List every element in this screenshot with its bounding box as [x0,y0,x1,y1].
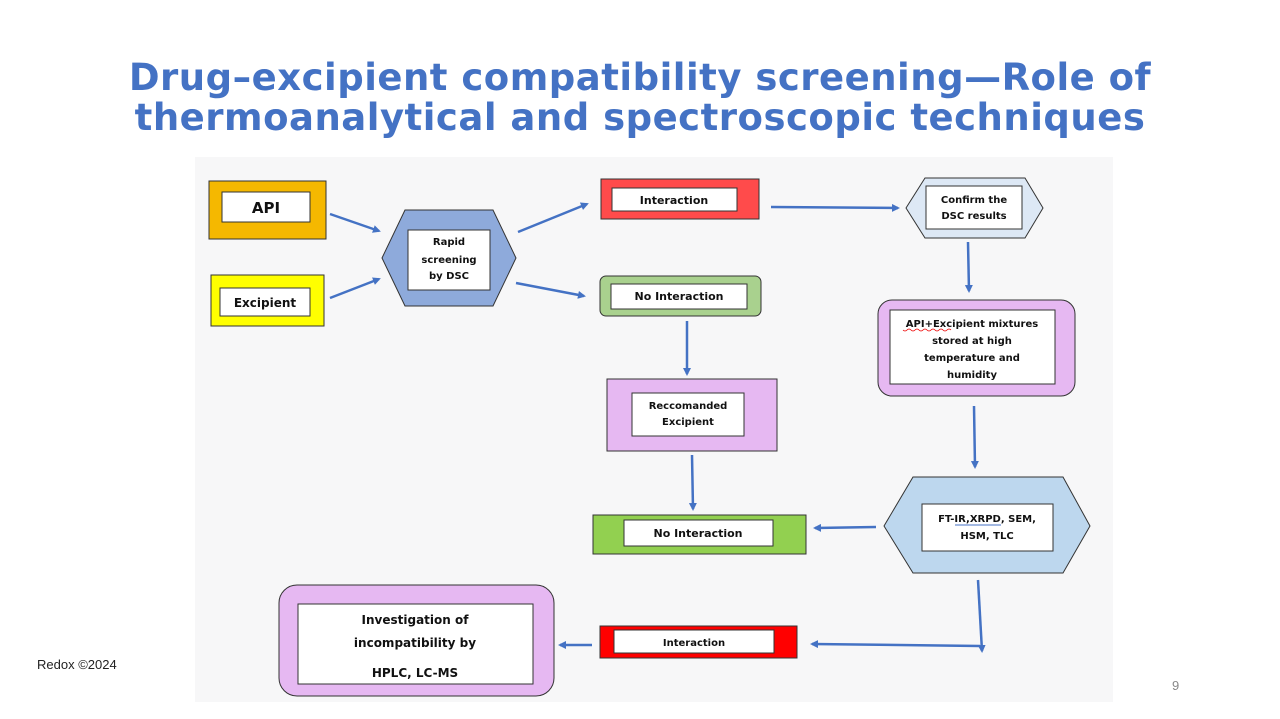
node-investigation-line-1: Investigation of [362,613,470,627]
node-techniques-line-1: FT-IR,XRPD, SEM, [938,514,1036,525]
slide-title-line-2: thermoanalytical and spectroscopic techn… [134,96,1146,139]
slide-title: Drug–excipient compatibility screening—R… [100,58,1180,138]
node-investigation: Investigation of incompatibility by HPLC… [278,584,555,697]
spellcheck-underline [902,328,952,332]
node-stored-line-2: stored at high [932,336,1012,347]
arrow-dsc-to-no-interaction [515,281,586,299]
node-investigation-line-3: HPLC, LC-MS [372,666,458,680]
footer-copyright: Redox ©2024 [37,657,117,672]
node-interaction-top-label: Interaction [640,194,708,207]
node-techniques-line-2: HSM, TLC [960,531,1013,542]
page-number: 9 [1172,678,1180,693]
arrow-confirm-to-stored [964,241,973,293]
node-confirm-dsc: Confirm the DSC results [905,177,1044,239]
arrow-recommended-to-no-interaction [688,454,697,511]
node-interaction-bottom: Interaction [599,625,798,659]
node-no-interaction-top: No Interaction [599,275,762,317]
node-no-interaction-bottom: No Interaction [592,514,807,555]
node-stored-mixtures: API+Excipient mixtures stored at high te… [877,299,1076,397]
arrow-dsc-to-interaction [517,202,589,234]
node-api-label: API [252,199,280,217]
arrow-techniques-to-no-interaction [813,523,877,532]
slide-title-line-1: Drug–excipient compatibility screening—R… [128,56,1152,99]
node-investigation-line-2: incompatibility by [354,636,476,650]
node-confirm-line-1: Confirm the [941,195,1007,206]
node-no-interaction-bottom-label: No Interaction [653,527,742,540]
node-api: API [208,180,327,240]
node-no-interaction-top-label: No Interaction [634,290,723,303]
node-dsc-line-2: screening [421,255,476,266]
node-recommended-line-2: Excipient [662,417,714,428]
node-stored-line-1: API+Excipient mixtures [906,319,1038,330]
node-recommended-excipient: Reccomanded Excipient [606,378,778,452]
node-excipient-label: Excipient [234,296,297,310]
node-dsc-screening: Rapid screening by DSC [381,209,517,307]
node-excipient: Excipient [210,274,325,327]
node-dsc-line-3: by DSC [429,271,469,282]
node-confirm-line-2: DSC results [941,211,1006,222]
arrow-excipient-to-dsc [329,277,381,300]
arrow-stored-to-techniques [970,405,979,469]
node-stored-line-3: temperature and [924,353,1020,364]
node-stored-line-4: humidity [947,370,997,381]
node-dsc-line-1: Rapid [433,237,465,248]
arrow-to-interaction-bottom [810,640,981,649]
node-interaction-top: Interaction [600,178,760,220]
node-recommended-line-1: Reccomanded [649,401,728,412]
node-techniques: FT-IR,XRPD, SEM, HSM, TLC [883,476,1091,574]
node-interaction-bottom-label: Interaction [663,638,725,649]
arrow-techniques-down [976,579,986,653]
arrow-api-to-dsc [329,212,381,233]
arrow-interaction-to-confirm [770,203,900,212]
